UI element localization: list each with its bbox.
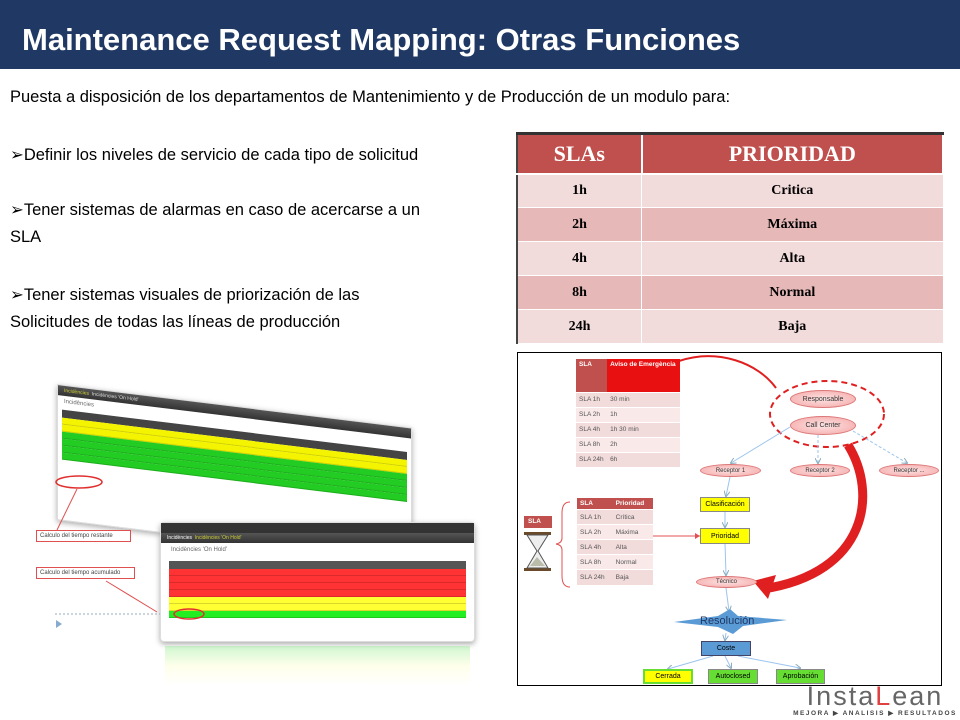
- callout-accumulated-time: Calculo del tiempo acumulado: [36, 567, 135, 579]
- sla-cell: 2h: [516, 207, 643, 242]
- tab-on-hold: Incidències 'On Hold': [194, 535, 242, 541]
- hourglass-icon: [524, 532, 551, 571]
- sla-cell: SLA 24h: [577, 569, 613, 585]
- node-responsable: Responsable: [790, 390, 856, 408]
- sla-cell: SLA 4h: [576, 421, 608, 437]
- header-sla: SLA: [576, 359, 608, 392]
- aviso-cell: 1h: [607, 406, 680, 422]
- table-header-row: SLAs PRIORIDAD: [516, 132, 945, 175]
- priority-cell: Alta: [612, 539, 653, 555]
- sla-cell: SLA 4h: [577, 539, 613, 555]
- bullet-3: ➢Tener sistemas visuales de priorización…: [10, 286, 360, 331]
- node-resolucion: Resolución: [700, 615, 755, 627]
- on-hold-panel: Incidències Incidències 'On Hold' Incidè…: [160, 522, 475, 642]
- header-sla: SLA: [577, 498, 613, 510]
- panel-header: [161, 523, 474, 533]
- diagram-connectors: [524, 355, 943, 687]
- node-clasificacion: Clasificación: [700, 497, 750, 512]
- aviso-cell: 30 min: [607, 391, 680, 407]
- sla-cell: SLA 1h: [577, 509, 613, 525]
- priority-cell: Baja: [612, 569, 653, 585]
- priority-cell: Critica: [641, 173, 944, 208]
- sla-cell: 4h: [516, 241, 643, 276]
- callout-remaining-time: Calculo del tiempo restante: [36, 530, 131, 542]
- node-coste: Coste: [701, 641, 751, 656]
- intro-text: Puesta a disposición de los departamento…: [10, 88, 731, 106]
- on-hold-rows: [169, 569, 466, 618]
- reflection: [165, 646, 470, 686]
- node-receptor-1: Receptor 1: [700, 464, 761, 477]
- sla-cell: SLA 8h: [576, 436, 608, 452]
- priority-cell: Crítica: [612, 509, 653, 525]
- node-autoclosed: Autoclosed: [708, 669, 758, 684]
- priority-cell: Alta: [641, 241, 944, 276]
- priority-cell: Normal: [612, 554, 653, 570]
- aviso-cell: 1h 30 min: [607, 421, 680, 437]
- priority-cell: Normal: [641, 275, 944, 310]
- node-tecnico: Técnico: [696, 576, 757, 588]
- node-cerrada: Cerrada: [643, 669, 693, 684]
- panel-tabs: Incidències Incidències 'On Hold': [161, 533, 474, 543]
- sla-cell: SLA 2h: [577, 524, 613, 540]
- sla-label: SLA: [524, 516, 552, 528]
- panel-title: Incidències 'On Hold': [171, 547, 227, 553]
- logo-part: L: [875, 681, 893, 711]
- instalean-logo: InstaLean MEJORA ▶ ANALISIS ▶ RESULTADOS: [790, 681, 960, 718]
- sla-cell: SLA 24h: [576, 451, 608, 467]
- header-prioridad: PRIORIDAD: [640, 132, 945, 175]
- header-prioridad: Prioridad: [612, 498, 653, 510]
- priority-cell: Máxima: [612, 524, 653, 540]
- sla-cell: 8h: [516, 275, 643, 310]
- logo-part: ean: [892, 681, 944, 711]
- sla-cell: SLA 2h: [576, 406, 608, 422]
- sla-cell: SLA 1h: [576, 391, 608, 407]
- header-aviso: Aviso de Emergència: [607, 359, 680, 392]
- aviso-cell: 6h: [607, 451, 680, 467]
- bullet-1: ➢Definir los niveles de servicio de cada…: [10, 146, 419, 164]
- table-header: [169, 561, 466, 569]
- resolucion-star: [674, 609, 787, 634]
- node-prioridad: Prioridad: [700, 528, 750, 544]
- tab-incidencias: Incidències: [167, 535, 193, 541]
- title-bar: Maintenance Request Mapping: Otras Funci…: [0, 0, 960, 72]
- aviso-cell: 2h: [607, 436, 680, 452]
- logo-part: Insta: [806, 681, 876, 711]
- bullet-2: ➢Tener sistemas de alarmas en caso de ac…: [10, 201, 421, 246]
- logo-wordmark: InstaLean: [790, 681, 960, 711]
- node-receptor-more: Receptor ...: [879, 464, 939, 477]
- sla-cell: 24h: [516, 309, 643, 344]
- sla-cell: 1h: [516, 173, 643, 208]
- logo-tagline: MEJORA ▶ ANALISIS ▶ RESULTADOS: [793, 710, 957, 717]
- priority-cell: Máxima: [641, 207, 944, 242]
- node-aprobacion: Aprobación: [776, 669, 825, 684]
- node-receptor-2: Receptor 2: [790, 464, 850, 477]
- sla-cell: SLA 8h: [577, 554, 613, 570]
- priority-cell: Baja: [641, 309, 944, 344]
- slide-title: Maintenance Request Mapping: Otras Funci…: [22, 22, 741, 57]
- header-slas: SLAs: [516, 132, 643, 175]
- node-call-center: Call Center: [790, 416, 856, 435]
